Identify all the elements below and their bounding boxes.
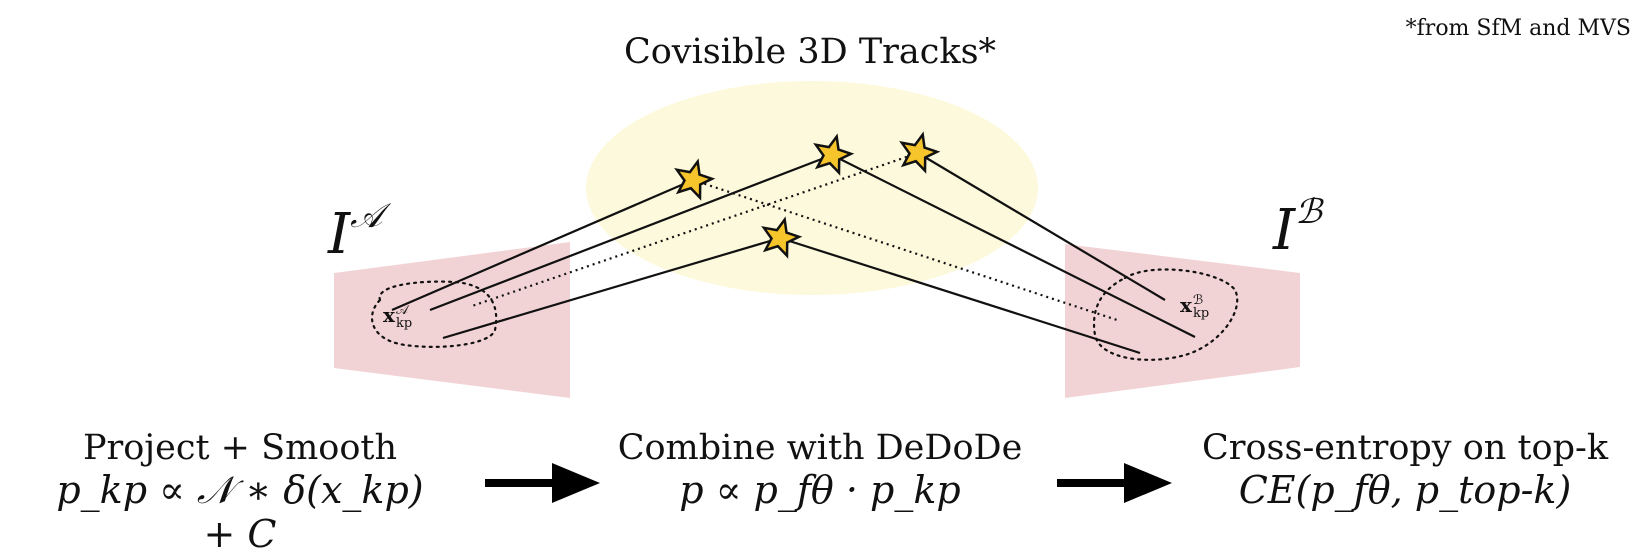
track-line bbox=[917, 152, 1166, 301]
image-a-base: I bbox=[328, 202, 351, 267]
covisible-region bbox=[586, 81, 1038, 295]
image-b-sup: ℬ bbox=[1295, 192, 1322, 233]
step-title: Project + Smooth bbox=[82, 428, 398, 468]
step-cross-entropy: Cross-entropy on top-k CE(p_fθ, p_top-k) bbox=[1190, 428, 1620, 512]
arrow-right-icon bbox=[1057, 463, 1172, 503]
keypoint-a-base: x bbox=[383, 303, 395, 327]
step-formula: p ∝ p_fθ · p_kp bbox=[679, 468, 961, 512]
keypoint-region-a bbox=[371, 280, 498, 348]
step-title: Combine with DeDoDe bbox=[617, 428, 1023, 468]
star-icon bbox=[761, 216, 803, 259]
track-line bbox=[779, 236, 1141, 355]
arrow-right-icon bbox=[485, 463, 600, 503]
track-line bbox=[442, 236, 781, 340]
track-line-occluded bbox=[471, 151, 919, 308]
star-icon bbox=[813, 133, 855, 176]
diagram-title: Covisible 3D Tracks* bbox=[623, 32, 997, 72]
image-plane-b bbox=[1065, 244, 1300, 398]
image-a-sup: 𝒜 bbox=[350, 196, 383, 237]
track-line bbox=[831, 154, 1196, 338]
step-title: Cross-entropy on top-k bbox=[1201, 428, 1609, 468]
keypoint-region-b bbox=[1092, 268, 1239, 361]
image-a-label: I𝒜 bbox=[328, 196, 382, 267]
star-icon bbox=[674, 158, 716, 201]
keypoint-a-sub: kp bbox=[395, 315, 413, 331]
track-line bbox=[429, 153, 833, 312]
image-b-label: Iℬ bbox=[1273, 192, 1322, 263]
keypoint-b-sub: kp bbox=[1192, 305, 1210, 321]
step-formula: CE(p_fθ, p_top-k) bbox=[1238, 468, 1572, 512]
step-combine-dedode: Combine with DeDoDe p ∝ p_fθ · p_kp bbox=[610, 428, 1030, 512]
keypoint-b-sup: ℬ bbox=[1192, 292, 1204, 308]
image-b-base: I bbox=[1273, 198, 1296, 263]
footnote: *from SfM and MVS bbox=[1405, 16, 1631, 41]
star-icon bbox=[899, 131, 941, 174]
image-plane-a bbox=[334, 242, 570, 398]
keypoint-b-base: x bbox=[1180, 293, 1192, 317]
keypoint-a-sup: 𝒜 bbox=[395, 302, 409, 318]
track-line bbox=[391, 178, 694, 312]
step-project-smooth: Project + Smooth p_kp ∝ 𝒩 ∗ δ(x_kp) + C bbox=[40, 428, 440, 556]
step-formula: p_kp ∝ 𝒩 ∗ δ(x_kp) + C bbox=[56, 468, 424, 556]
